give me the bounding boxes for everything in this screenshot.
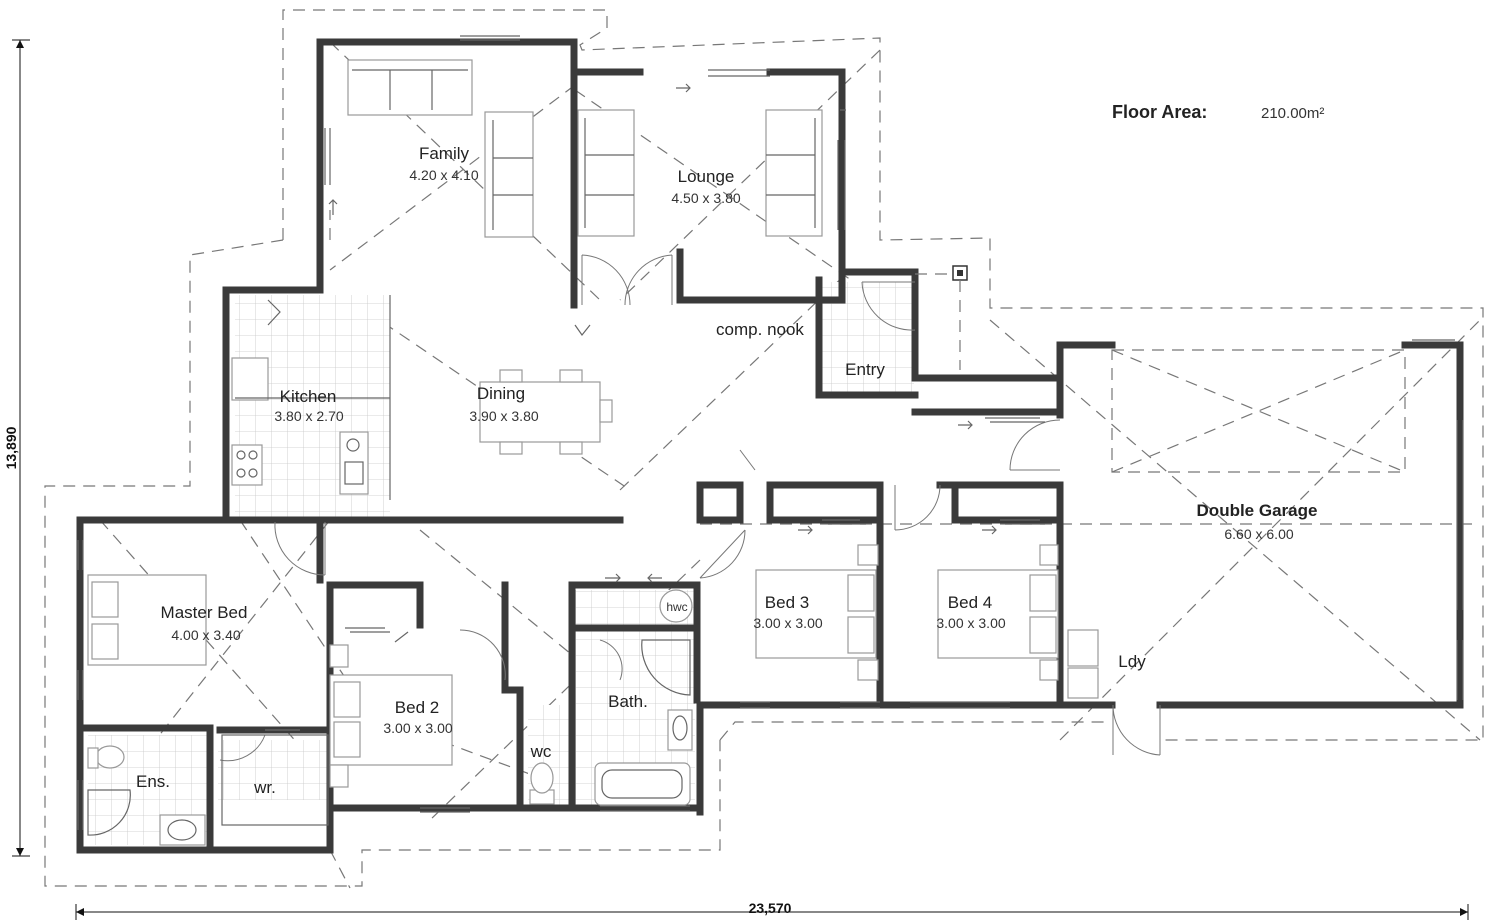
room-name-dining: Dining <box>477 384 525 403</box>
room-name-entry: Entry <box>845 360 885 379</box>
door-swings <box>219 254 1161 762</box>
room-name-ens: Ens. <box>136 772 170 791</box>
room-size-double-garage: 6.60 x 6.00 <box>1224 526 1293 542</box>
room-name-bed-3: Bed 3 <box>765 593 809 612</box>
roof-outline <box>44 9 1484 889</box>
sliding-doors <box>345 417 1045 633</box>
overall-depth-label: 13,890 <box>3 426 19 469</box>
room-size-lounge: 4.50 x 3.80 <box>671 190 740 206</box>
room-name-bed-4: Bed 4 <box>948 593 992 612</box>
furniture <box>87 59 1406 846</box>
room-size-master-bed: 4.00 x 3.40 <box>171 627 240 643</box>
room-name-ldy: Ldy <box>1118 652 1146 671</box>
flow-arrows <box>328 83 997 643</box>
room-size-family: 4.20 x 4.10 <box>409 167 478 183</box>
light-fixture-icon <box>915 265 968 370</box>
room-size-kitchen: 3.80 x 2.70 <box>274 408 343 424</box>
room-name-wc: wc <box>530 742 552 761</box>
hwc-label: hwc <box>666 600 687 614</box>
room-name-family: Family <box>419 144 470 163</box>
room-name-master-bed: Master Bed <box>161 603 248 622</box>
room-size-bed-3: 3.00 x 3.00 <box>753 615 822 631</box>
room-name-wr: wr. <box>253 778 276 797</box>
overall-width-label: 23,570 <box>749 900 792 916</box>
room-name-lounge: Lounge <box>678 167 735 186</box>
walls <box>76 38 1464 854</box>
room-size-dining: 3.90 x 3.80 <box>469 408 538 424</box>
dimension-lines: 23,570 13,890 <box>3 39 1469 920</box>
room-size-bed-4: 3.00 x 3.00 <box>936 615 1005 631</box>
room-name-comp-nook: comp. nook <box>716 320 804 339</box>
room-name-kitchen: Kitchen <box>280 387 337 406</box>
room-labels: Family 4.20 x 4.10 Lounge 4.50 x 3.80 Ki… <box>136 144 1317 797</box>
floor-area-note: Floor Area: 210.00m² <box>1112 102 1324 122</box>
room-name-bath: Bath. <box>608 692 648 711</box>
room-size-bed-2: 3.00 x 3.00 <box>383 720 452 736</box>
windows <box>77 35 1464 830</box>
floor-area-label: Floor Area: <box>1112 102 1207 122</box>
room-name-bed-2: Bed 2 <box>395 698 439 717</box>
floor-area-value: 210.00m² <box>1261 105 1324 122</box>
room-name-double-garage: Double Garage <box>1197 501 1318 520</box>
